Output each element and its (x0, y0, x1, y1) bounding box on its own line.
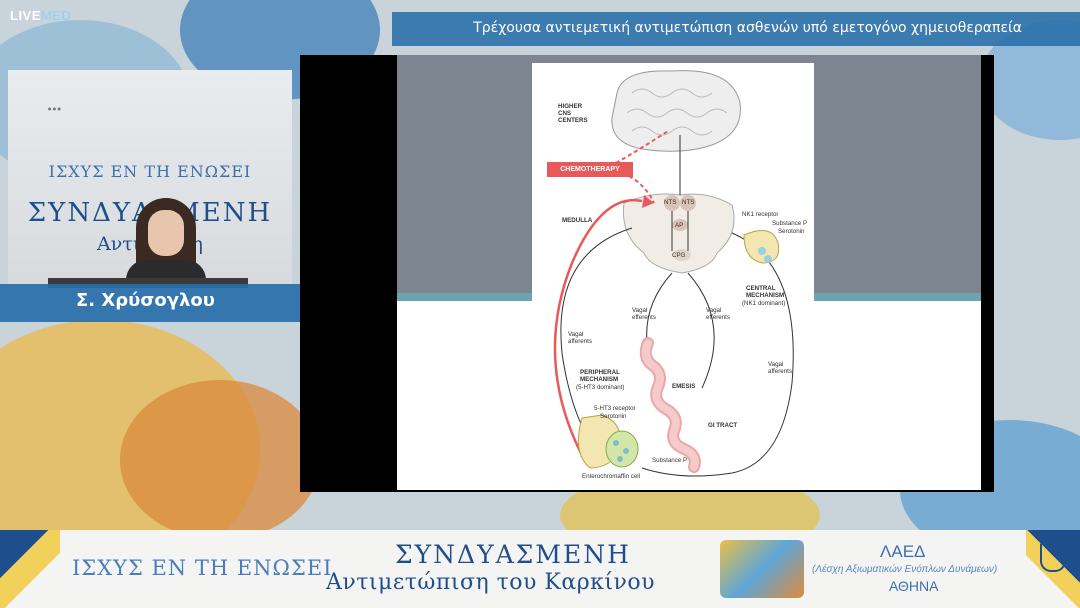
label-chemotherapy: CHEMOTHERAPY (547, 162, 633, 177)
label-higher-cns: HIGHER CNS CENTERS (558, 103, 588, 124)
label-substance-p-top: Substance P (772, 220, 808, 227)
livemed-logo: LIVEMED (10, 8, 72, 23)
label-serotonin-bottom: Serotonin (600, 413, 627, 420)
top-bar: LIVEMED Τρέχουσα αντιεμετική αντιμετώπισ… (0, 0, 1080, 52)
footer-subtitle: Αντιμετώπιση του Καρκίνου (326, 570, 656, 595)
speaker-name: Σ. Χρύσογλου (76, 290, 215, 311)
label-peripheral-mechanism: PERIPHERAL MECHANISM (580, 369, 620, 383)
label-ap: AP (675, 222, 684, 229)
label-nts-right: NTS (682, 199, 695, 206)
lecture-title-bar: Τρέχουσα αντιεμετική αντιμετώπιση ασθενώ… (392, 12, 1080, 46)
footer-banner: ΙΣΧΥΣ ΕΝ ΤΗ ΕΝΩΣΕΙ ΣΥΝΔΥΑΣΜΕΝΗ Αντιμετώπ… (0, 530, 1080, 608)
label-vagal-efferents-left: Vagal efferents (632, 307, 656, 321)
label-5ht3-receptor: 5-HT3 receptor (594, 405, 636, 412)
label-cpg: CPG (672, 252, 686, 259)
label-central-mechanism: CENTRAL MECHANISM (746, 285, 785, 299)
speaker-video: ● ● ● ΙΣΧΥΣ ΕΝ ΤΗ ΕΝΩΣΕΙ ΣΥΝΔΥΑΣΜΕΝΗ Αντ… (8, 70, 292, 288)
lecture-title: Τρέχουσα αντιεμετική αντιμετώπιση ασθενώ… (473, 20, 1022, 36)
label-emesis: EMESIS (672, 383, 696, 390)
footer-city: ΑΘΗΝΑ (889, 578, 939, 594)
label-vagal-afferents-left: Vagal afferents (568, 331, 592, 345)
label-nk1-receptor: NK1 receptor (742, 211, 779, 218)
backdrop-logos: ● ● ● (48, 106, 62, 111)
podium (48, 278, 248, 288)
speaker-person (126, 198, 206, 288)
footer-slogan: ΙΣΧΥΣ ΕΝ ΤΗ ΕΝΩΣΕΙ (72, 556, 333, 580)
label-nk1-dominant: (NK1 dominant) (742, 300, 786, 307)
backdrop-slogan: ΙΣΧΥΣ ΕΝ ΤΗ ΕΝΩΣΕΙ (48, 162, 252, 181)
footer-title: ΣΥΝΔΥΑΣΜΕΝΗ (395, 540, 631, 569)
label-serotonin-top: Serotonin (778, 228, 805, 235)
emesis-pathway-figure: HIGHER CNS CENTERS CHEMOTHERAPY MEDULLA … (532, 63, 814, 488)
label-vagal-afferents-right: Vagal afferents (768, 361, 792, 375)
footer-decoration-left (0, 530, 60, 608)
pathway-diagram (553, 70, 794, 477)
label-enterochromaffin-cell: Enterochromaffin cell (582, 473, 641, 480)
shield-icon (1040, 542, 1066, 572)
footer-org: ΛΑΕΔ (880, 542, 926, 561)
footer-org-full: (Λέσχη Αξιωματικών Ενόπλων Δυνάμεων) (812, 564, 998, 575)
slide: HIGHER CNS CENTERS CHEMOTHERAPY MEDULLA … (397, 55, 981, 490)
label-5ht3-dominant: (5-HT3 dominant) (576, 384, 625, 391)
label-gi-tract: GI TRACT (708, 422, 738, 429)
speaker-name-bar: Σ. Χρύσογλου (0, 284, 300, 322)
label-medulla: MEDULLA (562, 217, 593, 224)
footer-artwork (720, 540, 804, 598)
label-substance-p-bottom: Substance P (652, 457, 688, 464)
label-nts-left: NTS (664, 199, 677, 206)
label-vagal-efferents-right: Vagal efferents (706, 307, 730, 321)
presentation-frame: HIGHER CNS CENTERS CHEMOTHERAPY MEDULLA … (300, 55, 994, 492)
